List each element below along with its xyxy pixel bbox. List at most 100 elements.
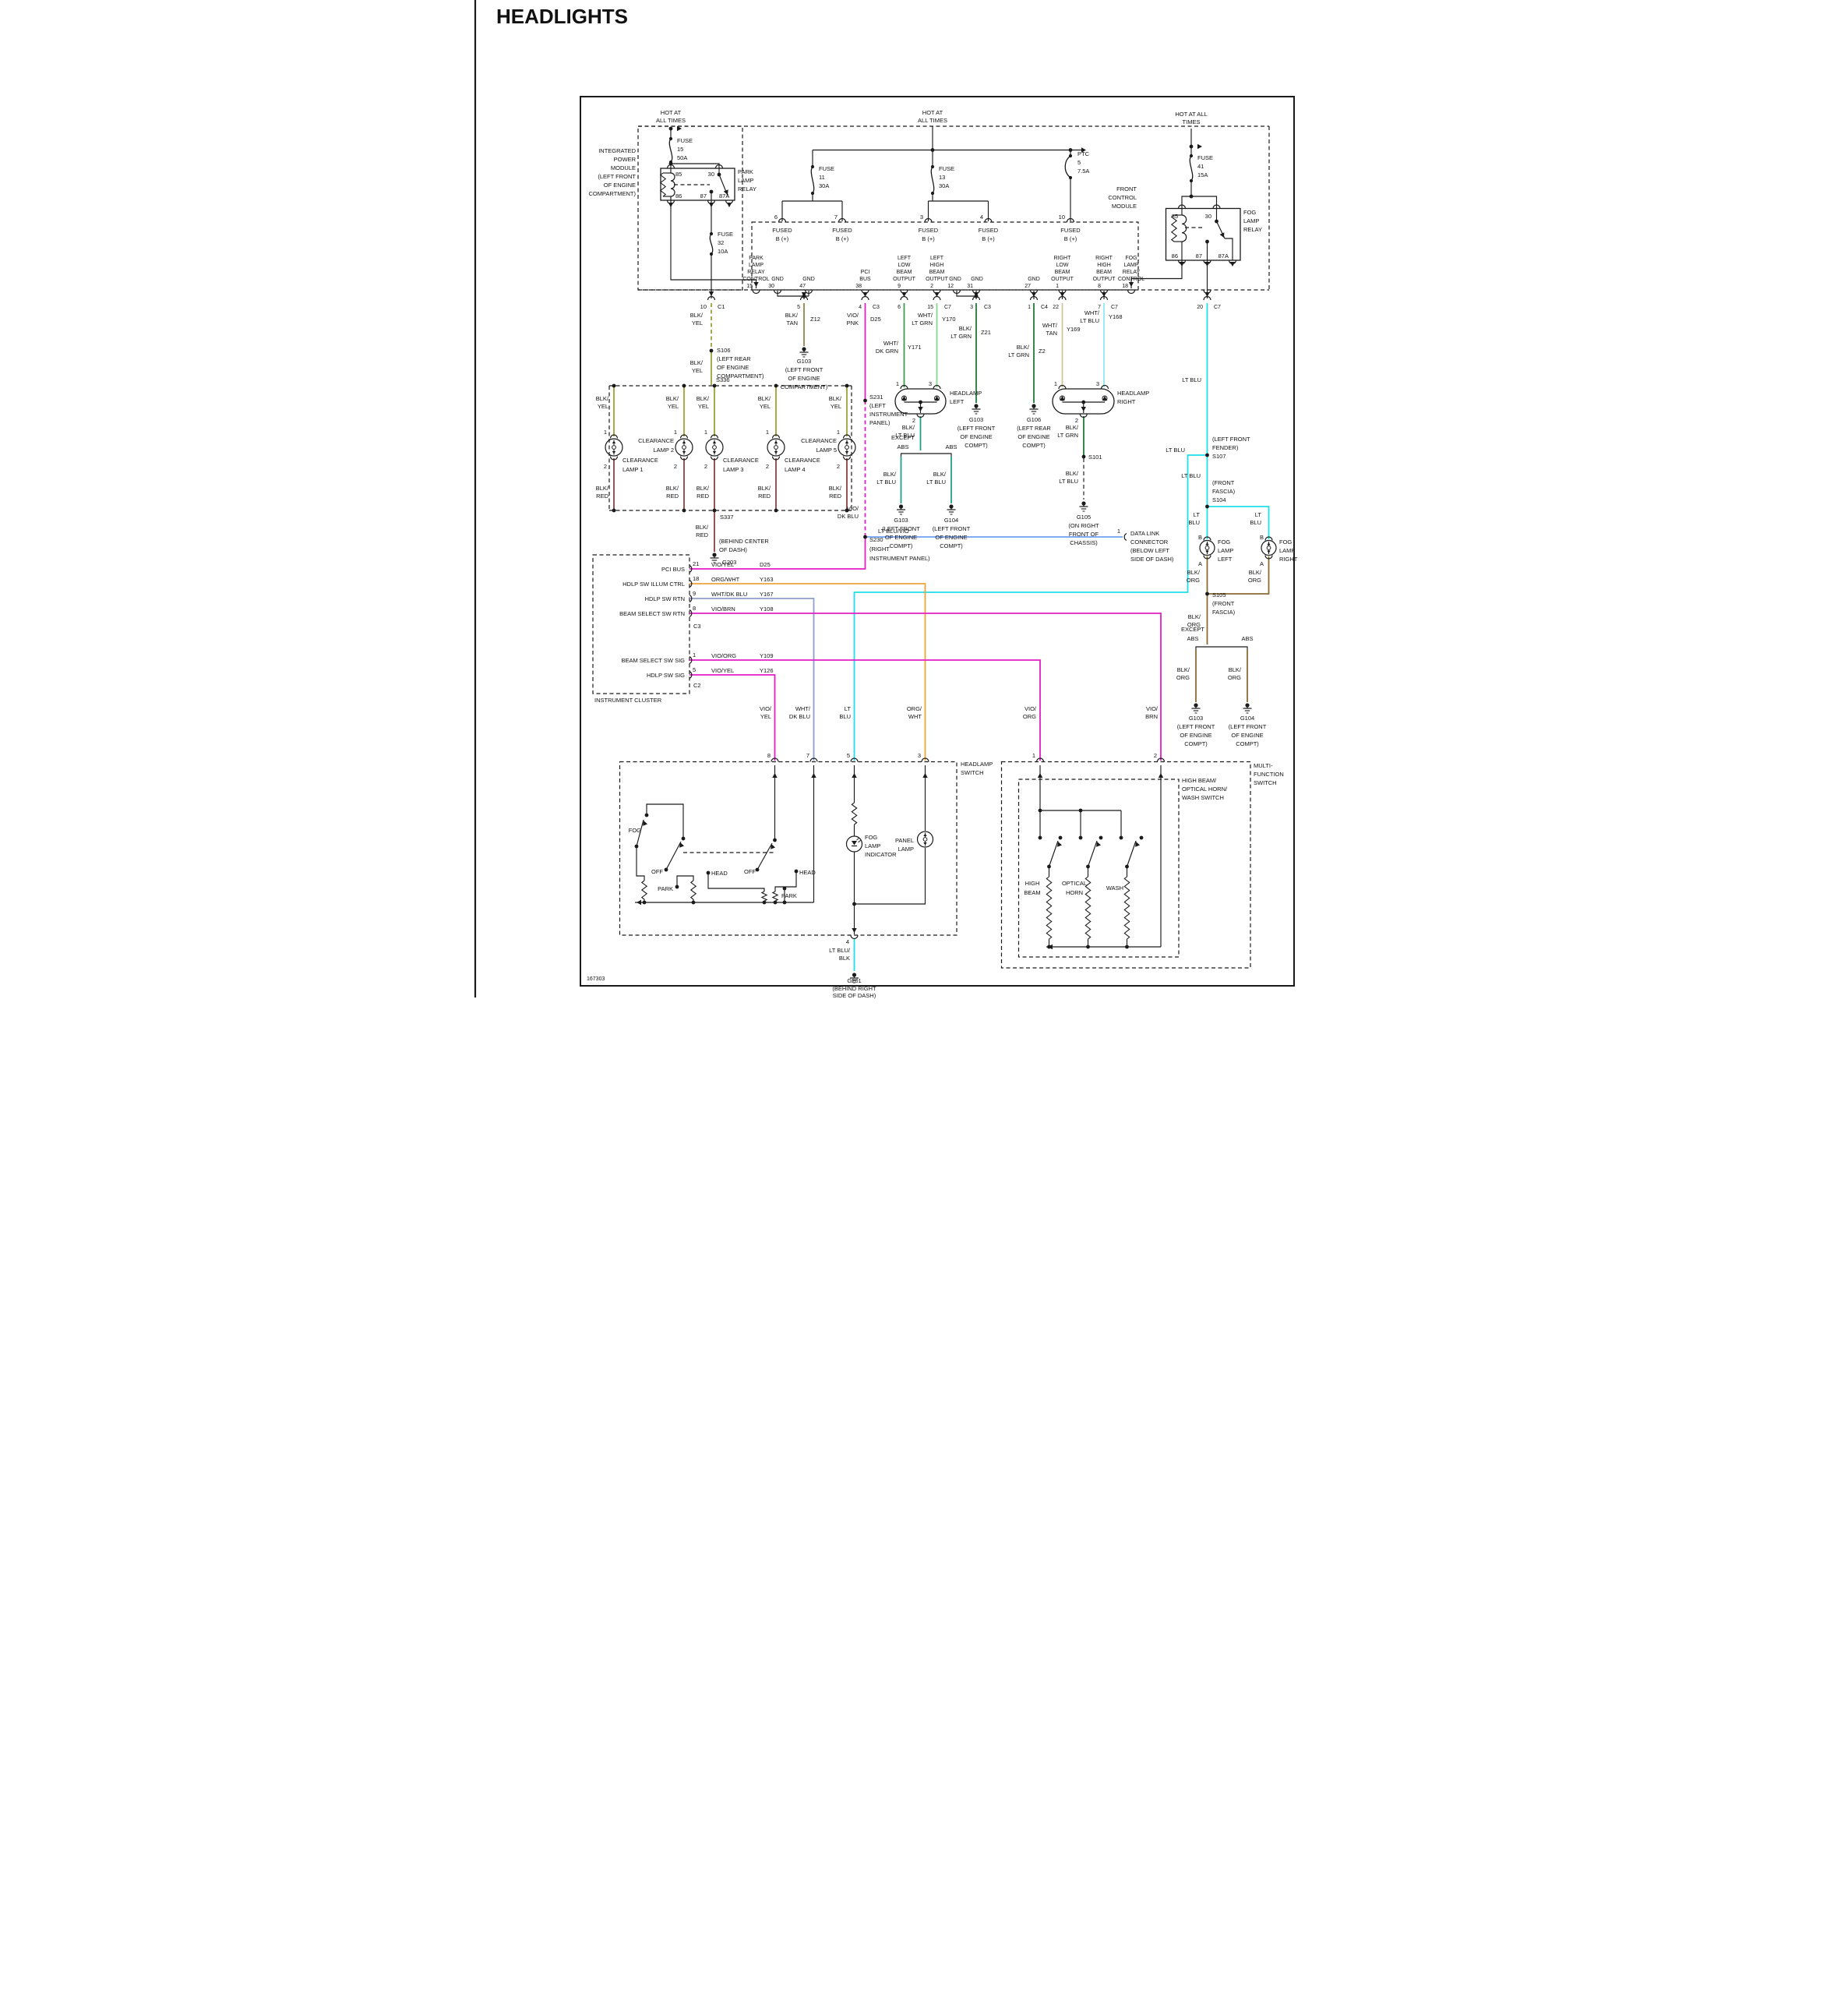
- diagram-label: 7: [834, 214, 838, 221]
- diagram-label: DATA LINK: [1130, 530, 1159, 537]
- fuse-icon: [668, 138, 673, 163]
- diagram-label: C7: [944, 305, 951, 310]
- diagram-label: FUSED: [1060, 227, 1081, 234]
- splice-dot: [762, 900, 767, 905]
- diagram-label: B: [1260, 534, 1264, 541]
- splice-dot: [706, 870, 711, 875]
- connector-pin-icon: [1079, 413, 1088, 418]
- solid-box: [1165, 207, 1241, 261]
- connector-pin-icon: [921, 757, 929, 762]
- diagram-label: COMPARTMENT): [781, 383, 828, 390]
- wire-bk: [1048, 840, 1059, 867]
- diagram-label: POWER: [614, 156, 637, 163]
- lamp-icon: [1199, 539, 1215, 556]
- diagram-label: (LEFT FRONT: [882, 525, 920, 532]
- fuse-terminal-dot: [709, 231, 714, 236]
- diagram-label: OFF: [651, 868, 663, 875]
- connector-pin-icon: [689, 655, 693, 665]
- diagram-label: FOG: [1125, 256, 1137, 261]
- lamp-arrow: [1205, 550, 1209, 553]
- diagram-label: D25: [760, 561, 771, 568]
- connector-pin-icon: [924, 217, 933, 223]
- diagram-label: Z2: [1039, 348, 1046, 355]
- lamp-icon: [675, 438, 693, 457]
- splice-dot: [845, 508, 849, 513]
- connector-pin-icon: [778, 217, 787, 223]
- diagram-label: LEFT: [950, 398, 965, 405]
- diagram-label: LT BLU: [1059, 478, 1078, 485]
- diagram-label: FUSED: [919, 227, 939, 234]
- diagram-label: WHT/: [795, 705, 811, 712]
- diagram-label: 1: [1056, 284, 1059, 289]
- diagram-label: LOW: [898, 263, 911, 268]
- diagram-label: (FRONT: [1212, 600, 1235, 607]
- diagram-label: VIO/YEL: [711, 561, 734, 568]
- connector-pin-icon: [842, 434, 852, 439]
- diagram-label: CONNECTOR: [1130, 538, 1169, 546]
- diagram-label: HOT AT: [922, 109, 943, 116]
- diagram-label: OPTICAL HORN/: [1182, 786, 1228, 793]
- flow-arrow-icon: [1101, 292, 1107, 297]
- resistor-icon: [771, 891, 779, 902]
- diagram-label: ALL TIMES: [656, 117, 686, 124]
- connector-pin-icon: [984, 217, 993, 223]
- lamp-arrow: [845, 440, 849, 443]
- diagram-label: PARK: [749, 256, 764, 261]
- diagram-label: HIGH: [930, 263, 944, 268]
- flow-arrow-icon: [1128, 282, 1134, 287]
- fog-indicator-led-icon: [845, 835, 863, 853]
- diagram-label: HIGH: [1097, 263, 1111, 268]
- diagram-label: OUTPUT: [1051, 277, 1074, 282]
- diagram-label: BEAM: [1096, 270, 1112, 275]
- splice-dot: [1125, 864, 1129, 869]
- diagram-label: Y167: [760, 591, 774, 598]
- lamp-arrow: [774, 440, 778, 443]
- connector-pin-icon: [1127, 289, 1136, 295]
- diagram-label: EXCEPT: [1181, 626, 1204, 633]
- diagram-label: 47: [799, 284, 806, 289]
- diagram-label: 3: [918, 752, 921, 759]
- diagram-label: RED: [666, 493, 679, 500]
- splice-dot: [709, 348, 714, 353]
- diagram-label: 87: [1196, 252, 1202, 260]
- diagram-label: Y163: [760, 576, 774, 583]
- diagram-label: YEL: [692, 320, 703, 327]
- lamp-filament: [845, 445, 849, 450]
- diagram-label: WHT/: [918, 312, 933, 319]
- lamp-arrow: [923, 842, 927, 846]
- diagram-label: LOW: [1056, 263, 1069, 268]
- diagram-label: LEFT: [930, 256, 944, 261]
- diagram-label: COMPT): [1184, 740, 1208, 747]
- diagram-label: OF ENGINE: [1017, 433, 1049, 440]
- diagram-label: CHASSIS): [1070, 539, 1098, 546]
- connector-pin-icon: [838, 217, 847, 223]
- diagram-label: HEAD: [799, 869, 816, 876]
- diagram-label: LAMP: [898, 846, 914, 853]
- connector-pin-icon: [1212, 204, 1221, 209]
- splice-dot: [681, 836, 686, 841]
- lamp-arrow: [774, 451, 778, 454]
- diagram-label: C7: [1111, 305, 1118, 310]
- diagram-label: 30: [1205, 213, 1211, 220]
- diagram-label: BLK/: [902, 424, 915, 431]
- diagram-label: 3: [970, 305, 973, 310]
- solid-box: [660, 168, 735, 201]
- lamp-arrow: [612, 440, 616, 443]
- diagram-label: PCI BUS: [661, 566, 685, 573]
- diagram-label: 27: [1025, 284, 1031, 289]
- resistor-icon: [760, 891, 768, 902]
- connector-pin-icon: [1156, 757, 1166, 762]
- diagram-label: 30: [708, 171, 714, 178]
- wire-wdb: [689, 598, 815, 761]
- diagram-label: LT GRN: [950, 333, 972, 340]
- diagram-label: ABS: [1187, 635, 1198, 642]
- fuse-terminal-dot: [668, 136, 673, 141]
- flow-arrow-icon: [637, 899, 641, 906]
- diagram-label: G104: [944, 517, 958, 524]
- flow-arrow-icon: [1204, 292, 1210, 297]
- diagram-label: WHT/: [883, 340, 899, 347]
- splice-dot: [1189, 144, 1194, 149]
- diagram-label: 22: [1053, 305, 1059, 310]
- diagram-label: BLK/: [829, 485, 842, 492]
- diagram-label: YEL: [668, 403, 679, 410]
